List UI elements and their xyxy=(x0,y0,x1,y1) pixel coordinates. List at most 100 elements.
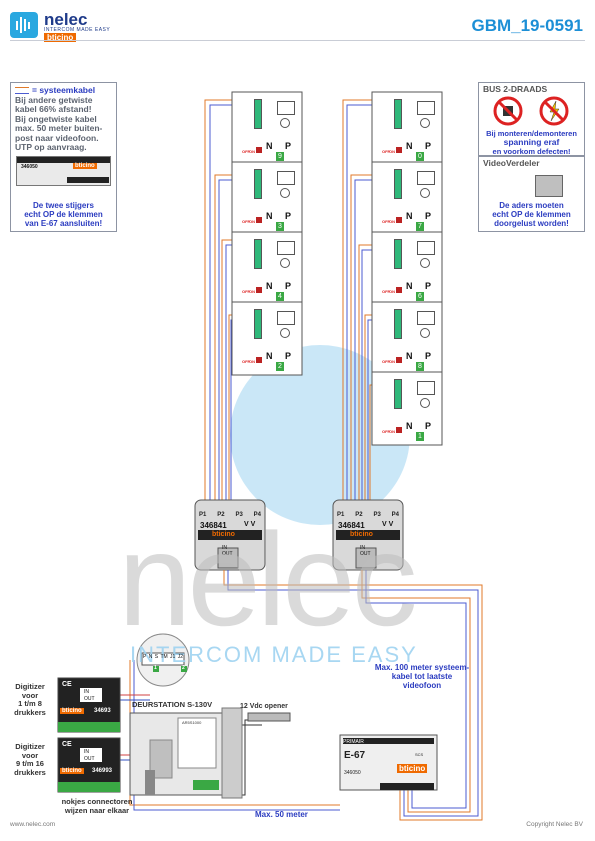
door-station xyxy=(129,712,223,796)
cable-warning-line: De twee stijgers xyxy=(33,201,94,210)
phone-off-label: OFF xyxy=(382,359,390,364)
cable-note-title: = systeemkabel xyxy=(32,85,96,95)
sub-brand: bticino xyxy=(44,33,77,42)
phone-n-label: N xyxy=(406,421,413,431)
phone-on-label: ON xyxy=(389,429,395,434)
no-voltage-icon xyxy=(539,96,569,131)
monitor-icon xyxy=(277,171,295,185)
phone-switch xyxy=(396,147,402,153)
distributor-left-vv: V V xyxy=(244,521,256,528)
port-label: P3 xyxy=(373,512,381,518)
digitizer-2-label: Digitizer voor 9 t/m 16 drukkers xyxy=(4,742,56,777)
phone-switch xyxy=(396,427,402,433)
cable-warning-line: echt OP de klemmen xyxy=(24,210,103,219)
nelec-logo-icon xyxy=(10,12,38,38)
digitizer-label-line: 9 t/m 16 xyxy=(16,759,44,768)
digitizer-2-in: IN xyxy=(84,749,89,755)
cable-note-line: max. 50 meter buiten- xyxy=(15,123,103,133)
distributor-right-in: IN xyxy=(360,545,365,551)
digitizer-1-brand: bticino xyxy=(60,708,84,714)
phone-p-label: P xyxy=(425,421,432,431)
port-label: P1 xyxy=(199,512,207,518)
footer-copyright: Copyright Nelec BV xyxy=(526,821,583,828)
phone-address-badge: 3 xyxy=(276,222,284,231)
psu-module-brand: bticino xyxy=(73,163,97,169)
digitizer-label-line: voor xyxy=(21,690,39,700)
cable-note-line: post naar videofoon. xyxy=(15,132,99,143)
digitizer-label-line: Digitizer xyxy=(15,742,45,751)
phone-terminal-block xyxy=(394,239,402,269)
phone-off-label: OFF xyxy=(242,289,250,294)
phone-terminal-block xyxy=(394,99,402,129)
cable-note-line: UTP op aanvraag. xyxy=(15,142,87,152)
port-label: P4 xyxy=(253,512,261,518)
phone-terminal-block xyxy=(394,309,402,339)
psu-right-label: SCS xyxy=(415,752,424,757)
phone-off-label: OFF xyxy=(242,359,250,364)
digitizer-2-out: OUT xyxy=(84,756,95,762)
distributor-left xyxy=(194,499,266,571)
header-rule xyxy=(10,40,585,41)
digitizer-2-brand: bticino xyxy=(60,768,84,774)
footer-website: www.nelec.com xyxy=(10,821,56,828)
bus-note-title: BUS 2-DRAADS xyxy=(483,84,548,94)
port-label: P2 xyxy=(355,512,363,518)
dip-label: N xyxy=(148,654,153,660)
phone-n-label: N xyxy=(406,141,413,151)
port-label: P3 xyxy=(235,512,243,518)
handset-icon xyxy=(420,118,430,128)
digitizer-label-line: 1 t/m 8 xyxy=(18,699,42,708)
video-note-line: doorgelust worden! xyxy=(494,219,569,228)
distributor-right-code: 346841 xyxy=(338,521,365,530)
digitizer-label-line: drukkers xyxy=(14,767,46,777)
phone-off-label: OFF xyxy=(382,219,390,224)
phone-terminal-block xyxy=(254,309,262,339)
phone-p-label: P xyxy=(285,351,292,361)
phone-switch xyxy=(256,217,262,223)
handset-icon xyxy=(420,328,430,338)
distributor-left-in: IN xyxy=(222,545,227,551)
cable-warning-line: van E-67 aansluiten! xyxy=(24,219,103,228)
phone-address-badge: 4 xyxy=(276,292,284,301)
video-note-line: echt OP de klemmen xyxy=(492,210,571,219)
watermark-tagline: INTERCOM MADE EASY xyxy=(130,642,418,667)
phone-p-label: P xyxy=(425,351,432,361)
phone-p-label: P xyxy=(425,141,432,151)
monitor-icon xyxy=(417,241,435,255)
distributor-right-vv: V V xyxy=(382,521,394,528)
phone-switch xyxy=(396,217,402,223)
handset-icon xyxy=(420,398,430,408)
monitor-icon xyxy=(277,311,295,325)
digitizer-2-ce: CE xyxy=(62,741,72,748)
distributor-right-ports: P1 P2 P3 P4 xyxy=(337,512,399,518)
max100-line: Max. 100 meter systeem- xyxy=(374,663,470,672)
psu-module-code: 346050 xyxy=(21,164,38,170)
connector-note: nokjes connectoren wijzen naar elkaar xyxy=(52,797,142,815)
digitizer-1-label: Digitizer voor 1 t/m 8 drukkers xyxy=(4,682,56,717)
phone-switch xyxy=(256,287,262,293)
bus-note: BUS 2-DRAADS Bij monteren/demonteren spa… xyxy=(478,82,585,156)
phone-p-label: P xyxy=(285,211,292,221)
max100-line: kabel tot laatste videofoon xyxy=(391,672,453,690)
dip-labels: P N S TM J1 J2 xyxy=(143,654,183,660)
video-note-text: De aders moeten echt OP de klemmen doorg… xyxy=(479,201,584,228)
max100-note: Max. 100 meter systeem- kabel tot laatst… xyxy=(372,663,472,690)
monitor-icon xyxy=(417,171,435,185)
watermark-word: nelec xyxy=(118,506,418,653)
digitizer-2 xyxy=(57,737,121,793)
phone-off-label: OFF xyxy=(382,289,390,294)
digitizer-1-ce: CE xyxy=(62,681,72,688)
phone-p-label: P xyxy=(285,281,292,291)
handset-icon xyxy=(280,258,290,268)
distributor-left-code: 346841 xyxy=(200,521,227,530)
dip-label: P xyxy=(143,654,147,660)
phone-on-label: ON xyxy=(249,289,255,294)
phone-n-label: N xyxy=(406,351,413,361)
digitizer-label-line: Digitizer xyxy=(15,682,45,691)
monitor-icon xyxy=(277,101,295,115)
handset-icon xyxy=(280,188,290,198)
phone-on-label: ON xyxy=(389,219,395,224)
phone-p-label: P xyxy=(285,141,292,151)
phone-p-label: P xyxy=(425,281,432,291)
psu-code: 346050 xyxy=(344,770,361,776)
